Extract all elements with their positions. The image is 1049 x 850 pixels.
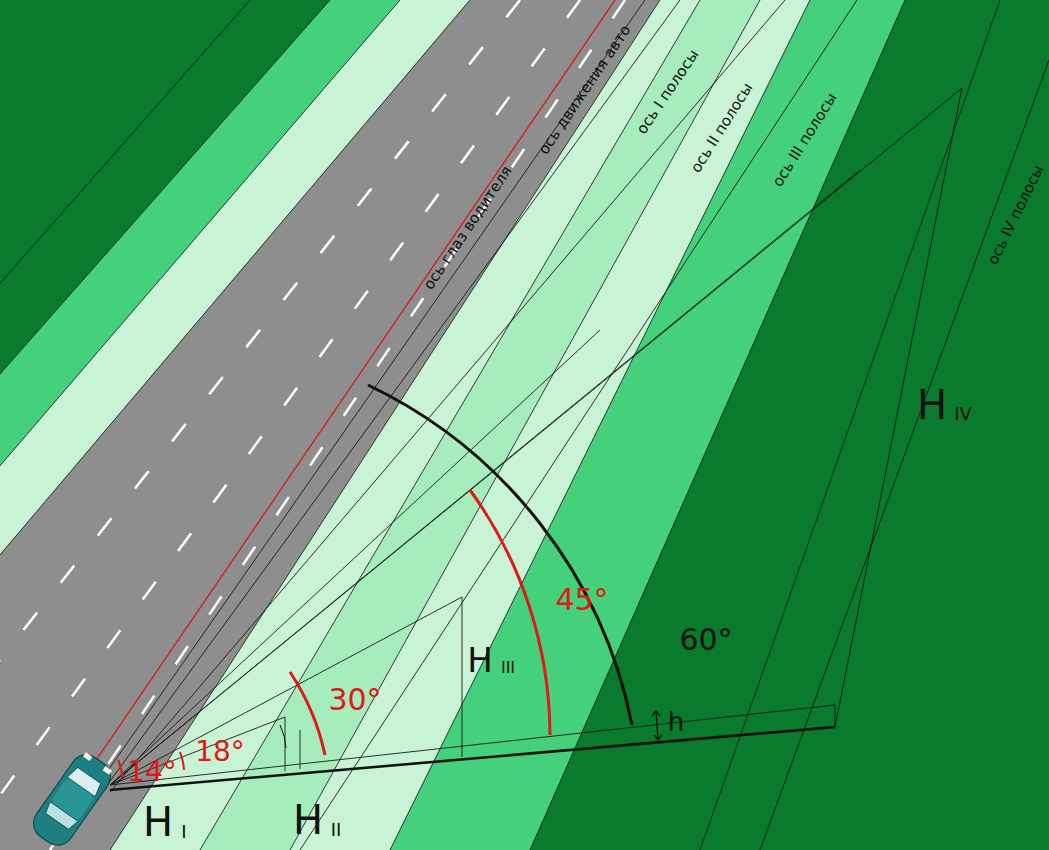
- sight-rays: [110, 88, 962, 785]
- height-subscript: II: [331, 821, 342, 839]
- angle-arc: [280, 725, 286, 748]
- angle-label: 30°: [328, 685, 381, 715]
- angle-label: 18°: [195, 738, 245, 766]
- dimension-label: h: [668, 709, 684, 735]
- axis-lines: [100, 0, 1049, 850]
- car: [27, 749, 116, 850]
- angle-label: 60°: [679, 625, 732, 655]
- base-line: [110, 727, 835, 790]
- height-label: H: [143, 802, 173, 842]
- height-subscript: I: [181, 823, 186, 841]
- h-marker: [652, 711, 662, 740]
- angle-label: 14°: [127, 758, 177, 786]
- height-label: H: [293, 800, 323, 840]
- angle-arc: [290, 672, 325, 755]
- height-subscript: III: [501, 660, 515, 676]
- height-label: H: [917, 385, 947, 425]
- band: [390, 0, 905, 850]
- angle-arc: [118, 760, 122, 778]
- height-subscript: IV: [954, 405, 972, 423]
- band-edges: [0, 0, 1000, 850]
- angle-label: 45°: [555, 585, 608, 615]
- lane-markings: [0, 0, 625, 850]
- angle-arc: [180, 752, 184, 770]
- angle-arc: [368, 385, 632, 725]
- height-label: H: [467, 643, 493, 677]
- angle-arc: [470, 490, 550, 735]
